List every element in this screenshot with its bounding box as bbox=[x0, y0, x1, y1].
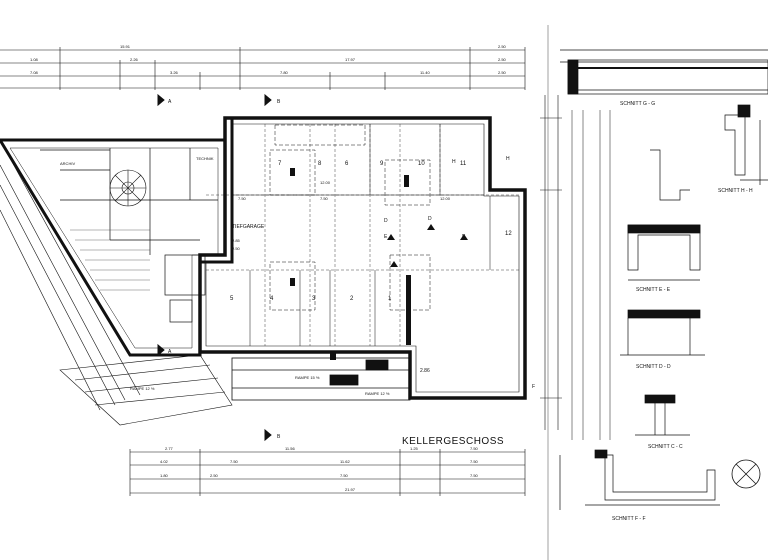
section-vertical-dims bbox=[571, 110, 611, 440]
dim-bottom-10: 2.50 bbox=[210, 473, 219, 478]
interior-section-arrows bbox=[387, 224, 468, 267]
dim-top-10: 11.40 bbox=[420, 70, 430, 75]
section-title-g-g: SCHNITT G - G bbox=[620, 101, 655, 107]
parking-number-2: 2 bbox=[350, 296, 354, 302]
parking-number-6: 6 bbox=[345, 161, 349, 167]
parking-number-9: 9 bbox=[380, 161, 384, 167]
columns bbox=[290, 168, 411, 360]
ramp-label-left: RAMPE 12 % bbox=[130, 386, 155, 391]
level-value-3: 2.86 bbox=[420, 368, 430, 374]
parking-number-5: 5 bbox=[230, 296, 234, 302]
dim-bottom-2: 11.56 bbox=[285, 446, 295, 451]
section-d-d-drawing bbox=[620, 309, 705, 356]
level-value-2: 2.50 bbox=[232, 246, 241, 251]
parking-number-12: 12 bbox=[505, 231, 512, 237]
marker-d-1: D bbox=[384, 218, 388, 224]
marker-d-2: D bbox=[428, 216, 432, 222]
top-dimension-chains bbox=[0, 47, 526, 90]
marker-e-1: E bbox=[384, 234, 388, 240]
section-title-d-d: SCHNITT D - D bbox=[636, 364, 671, 370]
left-wing-interior bbox=[40, 148, 218, 323]
section-h-h-drawing bbox=[724, 104, 768, 185]
dim-bottom-7: 11.62 bbox=[340, 459, 350, 464]
ramp-label-center-2: RAMPE 12 % bbox=[365, 391, 390, 396]
marker-h-1: H bbox=[452, 159, 456, 165]
dim-interior-1: 7.50 bbox=[238, 196, 247, 201]
parking-bays bbox=[232, 124, 491, 346]
marker-h-2: H bbox=[506, 156, 510, 162]
spiral-stair bbox=[109, 169, 147, 207]
dim-top-9: 7.80 bbox=[280, 70, 289, 75]
dim-top-8: 3.26 bbox=[170, 70, 179, 75]
section-marker-a-top: A bbox=[168, 99, 172, 105]
section-marker-b-top: B bbox=[277, 99, 281, 105]
dim-interior-2: 7.50 bbox=[320, 196, 329, 201]
section-g-g-drawing bbox=[560, 49, 768, 95]
ramp-lower-left bbox=[59, 354, 233, 426]
dim-bottom-12: 7.50 bbox=[470, 473, 479, 478]
room-label-archiv: ARCHIV bbox=[60, 161, 75, 166]
dim-interior-4: 12.00 bbox=[320, 180, 331, 185]
room-label-technik: TECHNIK bbox=[196, 156, 214, 161]
dim-bottom-8: 7.50 bbox=[470, 459, 479, 464]
left-wing-walls bbox=[0, 116, 234, 357]
parking-number-4: 4 bbox=[270, 296, 274, 302]
dim-bottom-1: 2.77 bbox=[165, 446, 174, 451]
section-marker-b-bottom: B bbox=[277, 434, 281, 440]
section-title-c-c: SCHNITT C - C bbox=[648, 444, 683, 450]
parking-number-1: 1 bbox=[388, 296, 392, 302]
section-c-c-drawing bbox=[635, 394, 690, 436]
garage-walls bbox=[198, 116, 527, 400]
marker-f: F bbox=[532, 384, 535, 390]
section-marker-a-bottom: A bbox=[168, 349, 172, 355]
dim-top-6: 2.50 bbox=[498, 57, 507, 62]
parking-number-11: 11 bbox=[460, 161, 467, 167]
section-f-f-drawing bbox=[559, 449, 720, 510]
section-title-f-f: SCHNITT F - F bbox=[612, 516, 646, 522]
room-label-tiefgarage: TIEFGARAGE bbox=[232, 224, 265, 230]
garage-structural-grid bbox=[206, 124, 519, 346]
ramp-lower-center bbox=[231, 357, 411, 401]
dim-bottom-4: 7.50 bbox=[470, 446, 479, 451]
north-arrow-icon bbox=[731, 459, 761, 489]
dim-bottom-13: 21.97 bbox=[345, 487, 356, 492]
parking-number-3: 3 bbox=[312, 296, 316, 302]
dim-interior-3: 12.00 bbox=[440, 196, 451, 201]
section-e-e-drawing bbox=[627, 149, 701, 281]
section-title-e-e: SCHNITT E - E bbox=[636, 287, 671, 293]
section-markers bbox=[157, 93, 272, 442]
dim-top-4: 2.26 bbox=[130, 57, 139, 62]
dim-bottom-6: 7.50 bbox=[230, 459, 239, 464]
dim-top-2: 2.50 bbox=[498, 44, 507, 49]
dim-bottom-3: 1.25 bbox=[410, 446, 419, 451]
marker-e-2: E bbox=[462, 234, 466, 240]
dim-top-7: 7.08 bbox=[30, 70, 39, 75]
site-boundary-lines bbox=[0, 139, 141, 411]
dim-bottom-9: 1.80 bbox=[160, 473, 169, 478]
ramp-label-center-1: RAMPE 15 % bbox=[295, 375, 320, 380]
parking-number-7: 7 bbox=[278, 161, 282, 167]
section-title-h-h: SCHNITT H - H bbox=[718, 188, 753, 194]
page-title: KELLERGESCHOSS bbox=[402, 436, 504, 447]
parking-number-10: 10 bbox=[418, 161, 425, 167]
dim-top-11: 2.50 bbox=[498, 70, 507, 75]
dim-top-5: 17.97 bbox=[345, 57, 356, 62]
level-value-1: 2.85 bbox=[232, 238, 241, 243]
dim-bottom-11: 7.50 bbox=[340, 473, 349, 478]
bottom-dimension-chains bbox=[129, 449, 526, 496]
dim-top-1: 15.91 bbox=[120, 44, 131, 49]
right-dim-ticks bbox=[540, 95, 562, 430]
left-stair-hatching bbox=[70, 229, 150, 291]
dim-top-3: 1.08 bbox=[30, 57, 39, 62]
parking-number-8: 8 bbox=[318, 161, 322, 167]
dim-bottom-5: 4.02 bbox=[160, 459, 169, 464]
